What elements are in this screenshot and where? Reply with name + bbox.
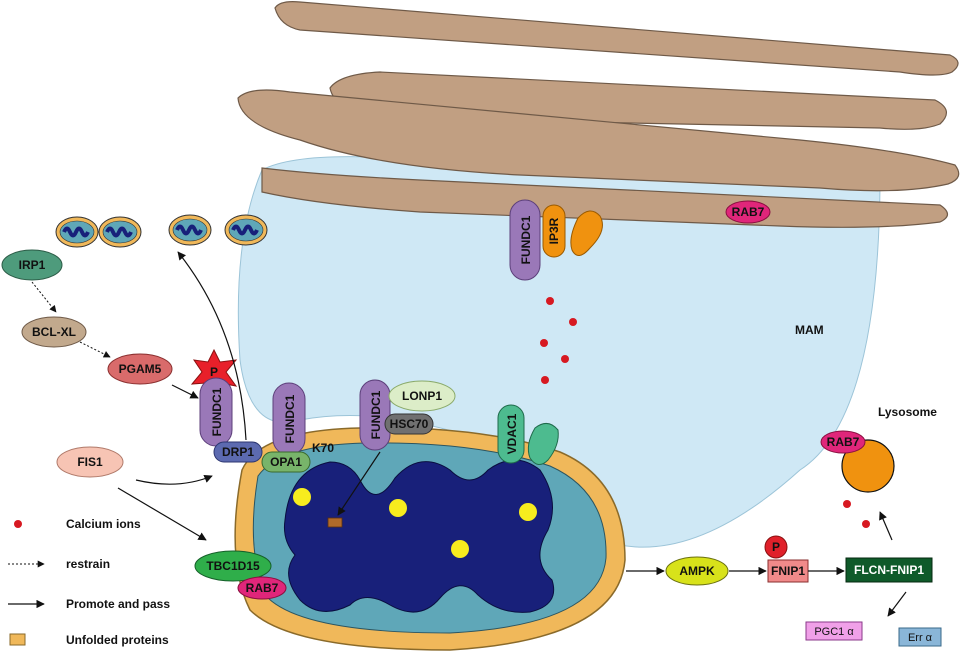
- calcium-ion: [546, 297, 554, 305]
- pgc1a-node: PGC1 α: [805, 621, 863, 641]
- fundc1-mito-label: FUNDC1: [283, 394, 297, 443]
- legend-unfolded-swatch: [9, 633, 26, 646]
- pgc1a-label: PGC1 α: [814, 626, 854, 638]
- small-mitochondrion: [98, 216, 142, 248]
- small-mitochondrion: [55, 216, 99, 248]
- hsc70-protein: HSC70: [384, 413, 434, 435]
- fnip1-node: FNIP1: [767, 559, 809, 583]
- restrain-arrow: [31, 281, 57, 313]
- small-mitochondrion: [168, 214, 212, 246]
- irp1-label: IRP1: [19, 258, 46, 272]
- fundc1-er-label: FUNDC1: [519, 215, 533, 264]
- promote-arrow: [879, 511, 893, 541]
- opa1-label: OPA1: [270, 455, 302, 469]
- fundc1-er-protein: FUNDC1: [509, 199, 541, 281]
- endoplasmic-reticulum: [237, 1, 960, 228]
- rab7-er-protein: RAB7: [725, 200, 771, 224]
- promote-arrow: [117, 487, 207, 541]
- calcium-ion: [843, 500, 851, 508]
- erra-node: Err α: [898, 627, 942, 647]
- ampk-label: AMPK: [679, 564, 715, 578]
- matrix-granule: [389, 499, 407, 517]
- restrain-arrow: [79, 341, 111, 358]
- fundc1-mito-protein: FUNDC1: [272, 382, 306, 456]
- mitophagy-arrow: [177, 251, 247, 441]
- fundc1-lonp-protein: FUNDC1: [359, 379, 391, 451]
- fundc1-left-protein: FUNDC1: [199, 377, 233, 447]
- calcium-ions-group: [540, 297, 870, 528]
- lonp1-label: LONP1: [402, 389, 442, 403]
- flcn-fnip1-node: FLCN-FNIP1: [845, 557, 933, 583]
- tbc1d15-node: TBC1D15: [194, 550, 272, 582]
- fundc1-lonp-label: FUNDC1: [369, 390, 383, 439]
- drp1-protein: DRP1: [213, 441, 263, 463]
- phospho-badge-label: P: [772, 540, 780, 554]
- fnip1-label: FNIP1: [771, 564, 805, 578]
- phospho-label: P: [210, 365, 218, 379]
- pgam5-label: PGAM5: [119, 362, 162, 376]
- promote-arrow: [135, 474, 213, 485]
- rab7-tbc-label: RAB7: [246, 581, 279, 595]
- ip3r-label: IP3R: [547, 217, 561, 244]
- irp1-node: IRP1: [1, 249, 63, 281]
- small-mitochondria-group: [55, 214, 268, 248]
- hsc70-label: HSC70: [390, 417, 429, 431]
- small-mitochondrion: [224, 214, 268, 246]
- legend: Calcium ions restrain Promote and pass U…: [8, 517, 170, 647]
- channel-protein: [527, 423, 559, 465]
- vdac1-protein: VDAC1: [497, 404, 525, 464]
- calcium-ion: [569, 318, 577, 326]
- tbc1d15-label: TBC1D15: [206, 559, 260, 573]
- legend-restrain-label: restrain: [66, 557, 110, 571]
- drp1-label: DRP1: [222, 445, 254, 459]
- opa1-protein: OPA1: [261, 451, 311, 473]
- rab7-tbc-node: RAB7: [237, 576, 287, 600]
- bclxl-label: BCL-XL: [32, 325, 76, 339]
- matrix-granule: [519, 503, 537, 521]
- legend-promote-label: Promote and pass: [66, 597, 170, 611]
- cristae: [284, 459, 555, 613]
- calcium-ion: [540, 339, 548, 347]
- lysosome-label: Lysosome: [878, 405, 937, 419]
- lysosome: [841, 439, 895, 493]
- flcn-fnip1-label: FLCN-FNIP1: [854, 563, 924, 577]
- rab7-lyso-node: RAB7: [820, 430, 866, 454]
- matrix-granule: [293, 488, 311, 506]
- calcium-ion: [541, 376, 549, 384]
- legend-calcium-swatch: [14, 520, 22, 528]
- phospho-badge: [764, 535, 788, 559]
- calcium-ion: [862, 520, 870, 528]
- lonp1-protein: LONP1: [388, 380, 456, 412]
- fis1-node: FIS1: [56, 446, 124, 478]
- main-mitochondrion: [234, 426, 626, 651]
- fundc1-left-label: FUNDC1: [210, 387, 224, 436]
- unfolded-protein: [327, 517, 343, 528]
- bclxl-node: BCL-XL: [21, 316, 87, 348]
- matrix-granule: [451, 540, 469, 558]
- promote-arrow: [887, 591, 907, 617]
- mam-label: MAM: [795, 323, 824, 337]
- promote-arrow: [171, 384, 199, 399]
- legend-unfolded-label: Unfolded proteins: [66, 633, 169, 647]
- pgam5-node: PGAM5: [107, 353, 173, 385]
- rab7-er-label: RAB7: [732, 205, 765, 219]
- fis1-label: FIS1: [77, 455, 103, 469]
- channel-protein: [570, 210, 603, 256]
- k70-label: K70: [312, 441, 334, 455]
- vdac1-label: VDAC1: [505, 413, 519, 454]
- rab7-lyso-label: RAB7: [827, 435, 860, 449]
- ampk-node: AMPK: [665, 556, 729, 586]
- calcium-ion: [561, 355, 569, 363]
- legend-calcium-label: Calcium ions: [66, 517, 141, 531]
- erra-label: Err α: [908, 632, 933, 644]
- unfolded-protein-arrow: [337, 451, 381, 516]
- ip3r-protein: IP3R: [542, 204, 566, 258]
